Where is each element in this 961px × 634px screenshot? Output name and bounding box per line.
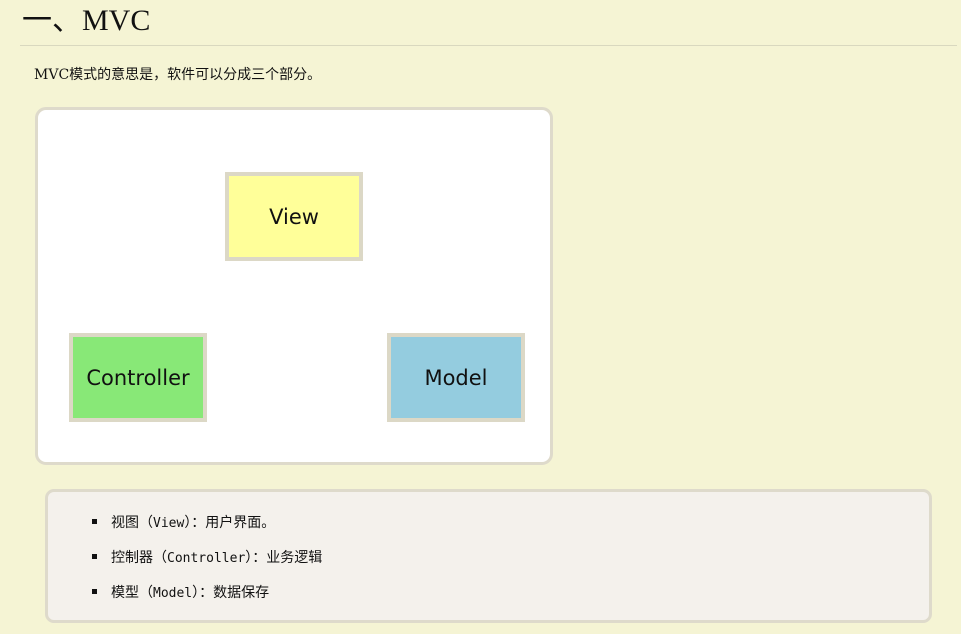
list-item-model: 模型（Model）：数据保存 [92,582,269,604]
list-item-view: 视图（View）：用户界面。 [92,512,275,534]
list-item-suffix: ）：数据保存 [192,585,270,601]
mvc-diagram: View Controller Model [35,107,553,465]
list-item-suffix: ）：用户界面。 [184,515,276,531]
model-box: Model [387,333,525,422]
list-item-code: Model [153,586,193,601]
list-item-prefix: 模型（ [111,585,153,601]
list-item-prefix: 视图（ [111,515,153,531]
list-item-suffix: ）：业务逻辑 [245,550,323,566]
bullet-icon [92,518,97,524]
list-item-code: View [153,516,185,531]
list-item-prefix: 控制器（ [111,550,167,566]
bullet-icon [92,588,97,594]
list-item-code: Controller [167,551,246,566]
controller-box: Controller [69,333,207,422]
components-list-panel: 视图（View）：用户界面。 控制器（Controller）：业务逻辑 模型（M… [45,489,932,623]
bullet-icon [92,553,97,559]
intro-paragraph: MVC模式的意思是，软件可以分成三个部分。 [34,67,322,83]
section-heading: 一、MVC [22,4,151,37]
heading-divider [20,45,957,46]
view-box: View [225,172,363,261]
list-item-controller: 控制器（Controller）：业务逻辑 [92,547,322,569]
